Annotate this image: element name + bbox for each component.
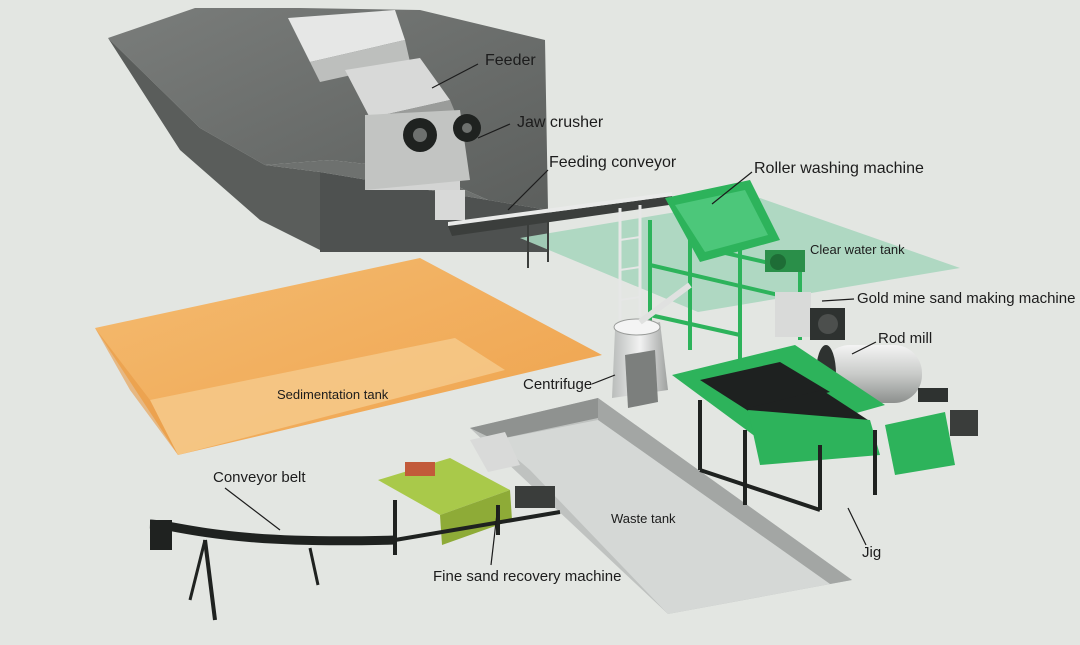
label-jig: Jig [862,544,882,561]
gold-mine-sand-making-machine [775,292,845,340]
label-centrifuge: Centrifuge [523,376,593,393]
fine-sand-recovery-machine [378,432,561,555]
jig-machine [672,345,955,512]
centrifuge-machine [612,282,692,408]
roller-washing-drum [665,180,805,272]
conveyor-belt-machine [149,519,396,621]
label-gold-mine-sand-making-machine: Gold mine sand making machine [857,290,1076,307]
sedimentation-tank [95,258,602,455]
label-clear-water-tank: Clear water tank [810,242,905,257]
jaw-crusher-machine [365,110,481,220]
label-waste-tank: Waste tank [611,511,676,526]
label-feeder: Feeder [485,52,536,69]
label-sedimentation-tank: Sedimentation tank [277,387,389,402]
label-roller-washing-machine: Roller washing machine [754,160,924,177]
feeding-conveyor-machine [448,192,676,320]
leader-lines [224,63,877,566]
label-feeding-conveyor: Feeding conveyor [549,154,677,171]
label-fine-sand-recovery-machine: Fine sand recovery machine [433,568,622,585]
label-jaw-crusher: Jaw crusher [517,114,604,131]
label-conveyor-belt: Conveyor belt [213,469,306,486]
label-rod-mill: Rod mill [878,330,933,347]
waste-tank [470,398,852,614]
